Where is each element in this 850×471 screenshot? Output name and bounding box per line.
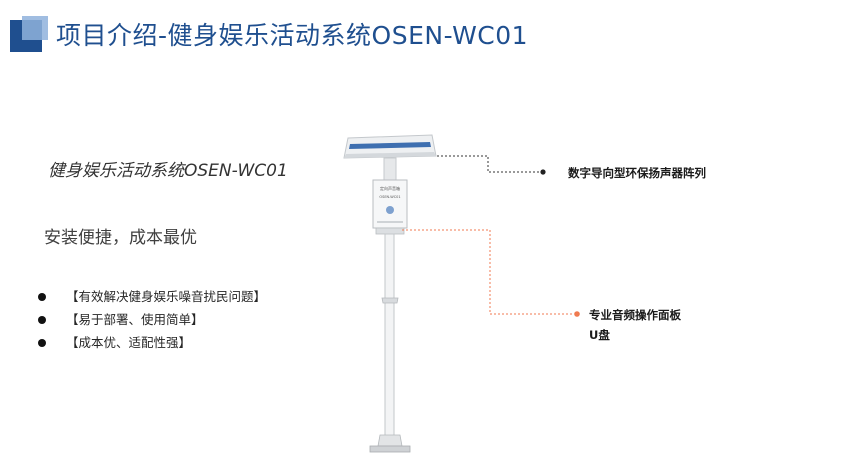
- base-plate: [369, 445, 411, 453]
- callout-line-speaker: [437, 155, 540, 173]
- feature-text: 【成本优、适配性强】: [66, 335, 192, 350]
- feature-text: 【易于部署、使用简单】: [66, 312, 204, 327]
- pole-clamp: [381, 297, 399, 304]
- panel-logo-icon: [386, 206, 394, 214]
- title-mark-light: [22, 16, 48, 40]
- callout-panel-line1: 专业音频操作面板: [589, 308, 681, 322]
- bullet-icon: [38, 315, 46, 324]
- callout-speaker-array: 数字导向型环保扬声器阵列: [568, 166, 706, 180]
- product-name: 健身娱乐活动系统OSEN-WC01: [48, 161, 288, 181]
- slogan: 安装便捷，成本最优: [44, 228, 197, 248]
- control-panel-box: 定向声音箱 OSEN-WC01: [372, 179, 408, 229]
- feature-item: 【易于部署、使用简单】: [38, 308, 266, 331]
- feature-text: 【有效解决健身娱乐噪音扰民问题】: [66, 289, 267, 304]
- speaker-array: [343, 134, 437, 159]
- bullet-icon: [38, 338, 46, 347]
- callout-dot-speaker: [540, 169, 546, 175]
- panel-label-line1: 定向声音箱: [380, 185, 400, 191]
- page-title: 项目介绍-健身娱乐活动系统OSEN-WC01: [56, 21, 529, 50]
- feature-list: 【有效解决健身娱乐噪音扰民问题】 【易于部署、使用简单】 【成本优、适配性强】: [38, 285, 266, 354]
- feature-item: 【成本优、适配性强】: [38, 331, 266, 354]
- callout-line-panel: [402, 229, 574, 315]
- callout-panel-line2: U盘: [589, 328, 610, 342]
- panel-label-line2: OSEN-WC01: [379, 195, 400, 199]
- callout-dot-panel: [574, 311, 580, 317]
- bullet-icon: [38, 292, 46, 301]
- feature-item: 【有效解决健身娱乐噪音扰民问题】: [38, 285, 266, 308]
- device-illustration: 定向声音箱 OSEN-WC01: [343, 134, 437, 453]
